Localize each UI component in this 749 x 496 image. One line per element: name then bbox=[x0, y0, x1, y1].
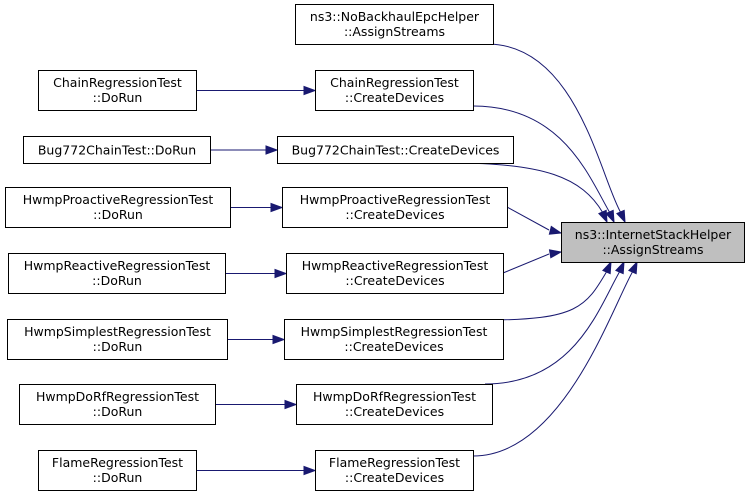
edge-rea-create-to-target bbox=[502, 253, 550, 274]
node-label-line-1: HwmpReactiveRegressionTest bbox=[302, 258, 489, 273]
node-rea-run[interactable]: HwmpReactiveRegressionTest::DoRun bbox=[8, 253, 226, 294]
node-label-line-1: HwmpProactiveRegressionTest bbox=[23, 192, 214, 207]
edge-arrowhead bbox=[270, 202, 284, 213]
node-bug-create[interactable]: Bug772ChainTest::CreateDevices bbox=[277, 136, 514, 164]
edge-arrowhead bbox=[628, 260, 638, 275]
node-box bbox=[8, 253, 226, 294]
node-label-line-2: ::DoRun bbox=[93, 404, 143, 419]
node-sim-create[interactable]: HwmpSimplestRegressionTest::CreateDevice… bbox=[284, 319, 504, 360]
node-label-line-1: Bug772ChainTest::CreateDevices bbox=[292, 143, 500, 158]
node-box bbox=[7, 319, 228, 360]
node-bug-run[interactable]: Bug772ChainTest::DoRun bbox=[23, 136, 211, 164]
node-label-line-1: Bug772ChainTest::DoRun bbox=[38, 143, 196, 158]
edge-arrowhead bbox=[616, 209, 626, 224]
node-chain-run[interactable]: ChainRegressionTest::DoRun bbox=[38, 70, 197, 111]
node-box bbox=[38, 450, 197, 491]
edge-no-backhaul-to-target bbox=[486, 43, 622, 214]
edge-arrowhead bbox=[615, 260, 625, 275]
node-label-line-2: ::CreateDevices bbox=[344, 339, 443, 354]
node-label-line-1: ChainRegressionTest bbox=[330, 75, 459, 90]
node-label-line-1: ChainRegressionTest bbox=[53, 75, 182, 90]
edge-arrowhead bbox=[602, 260, 612, 275]
edge-sim-create-to-target bbox=[486, 270, 608, 321]
node-box bbox=[286, 253, 504, 294]
node-label-line-1: HwmpSimplestRegressionTest bbox=[301, 324, 488, 339]
node-label-line-2: ::DoRun bbox=[92, 273, 142, 288]
target-node: ns3::InternetStackHelper::AssignStreams bbox=[561, 222, 745, 263]
edge-pro-create-to-target bbox=[506, 206, 550, 231]
edge-arrowhead bbox=[303, 85, 317, 96]
edge-flame-create-to-target bbox=[472, 270, 634, 457]
edge-arrowhead bbox=[284, 399, 298, 410]
node-label-line-2: ::DoRun bbox=[93, 470, 143, 485]
node-pro-create[interactable]: HwmpProactiveRegressionTest::CreateDevic… bbox=[282, 187, 508, 228]
node-label-line-1: FlameRegressionTest bbox=[52, 455, 183, 470]
node-label-line-2: ::DoRun bbox=[93, 207, 143, 222]
edges-layer bbox=[197, 43, 638, 476]
node-rea-create[interactable]: HwmpReactiveRegressionTest::CreateDevice… bbox=[286, 253, 504, 294]
edge-arrowhead bbox=[303, 465, 317, 476]
node-box bbox=[23, 136, 211, 164]
node-box bbox=[561, 222, 745, 263]
node-label-line-2: ::AssignStreams bbox=[344, 24, 445, 39]
edge-arrowhead bbox=[265, 145, 279, 155]
node-label-line-2: ::CreateDevices bbox=[345, 207, 444, 222]
node-box bbox=[295, 4, 494, 45]
edge-arrowhead bbox=[548, 225, 563, 235]
node-rf-create[interactable]: HwmpDoRfRegressionTest::CreateDevices bbox=[296, 384, 493, 425]
node-box bbox=[284, 319, 504, 360]
node-flame-run[interactable]: FlameRegressionTest::DoRun bbox=[38, 450, 197, 491]
edge-arrowhead bbox=[598, 209, 608, 224]
node-label-line-2: ::CreateDevices bbox=[345, 404, 444, 419]
edge-arrowhead bbox=[605, 209, 615, 224]
node-label-line-1: HwmpProactiveRegressionTest bbox=[300, 192, 491, 207]
node-rf-run[interactable]: HwmpDoRfRegressionTest::DoRun bbox=[19, 384, 216, 425]
node-label-line-1: HwmpDoRfRegressionTest bbox=[313, 389, 476, 404]
edge-chain-create-to-target bbox=[472, 105, 611, 214]
edge-arrowhead bbox=[274, 268, 288, 279]
node-box bbox=[296, 384, 493, 425]
node-label-line-2: ::CreateDevices bbox=[345, 90, 444, 105]
node-box bbox=[315, 70, 474, 111]
node-label-line-2: ::CreateDevices bbox=[345, 470, 444, 485]
node-label-line-1: FlameRegressionTest bbox=[329, 455, 460, 470]
node-chain-create[interactable]: ChainRegressionTest::CreateDevices bbox=[315, 70, 474, 111]
node-box bbox=[277, 136, 514, 164]
node-label-line-1: ns3::NoBackhaulEpcHelper bbox=[310, 9, 480, 24]
node-box bbox=[38, 70, 197, 111]
node-label-line-2: ::AssignStreams bbox=[602, 242, 703, 257]
node-label-line-2: ::CreateDevices bbox=[345, 273, 444, 288]
node-label-line-1: HwmpSimplestRegressionTest bbox=[24, 324, 211, 339]
node-label-line-2: ::DoRun bbox=[93, 90, 143, 105]
node-box bbox=[5, 187, 231, 228]
node-box bbox=[315, 450, 474, 491]
node-label-line-1: ns3::InternetStackHelper bbox=[575, 227, 732, 242]
node-sim-run[interactable]: HwmpSimplestRegressionTest::DoRun bbox=[7, 319, 228, 360]
node-flame-create[interactable]: FlameRegressionTest::CreateDevices bbox=[315, 450, 474, 491]
node-label-line-1: HwmpReactiveRegressionTest bbox=[24, 258, 211, 273]
edge-arrowhead bbox=[272, 334, 286, 345]
node-pro-run[interactable]: HwmpProactiveRegressionTest::DoRun bbox=[5, 187, 231, 228]
node-label-line-2: ::DoRun bbox=[93, 339, 143, 354]
node-label-line-1: HwmpDoRfRegressionTest bbox=[36, 389, 199, 404]
node-no-backhaul[interactable]: ns3::NoBackhaulEpcHelper::AssignStreams bbox=[295, 4, 494, 45]
edge-rf-create-to-target bbox=[484, 270, 621, 385]
nodes-layer: ns3::InternetStackHelper::AssignStreamsn… bbox=[5, 4, 745, 491]
edge-arrowhead bbox=[548, 249, 563, 259]
node-box bbox=[282, 187, 508, 228]
node-box bbox=[19, 384, 216, 425]
